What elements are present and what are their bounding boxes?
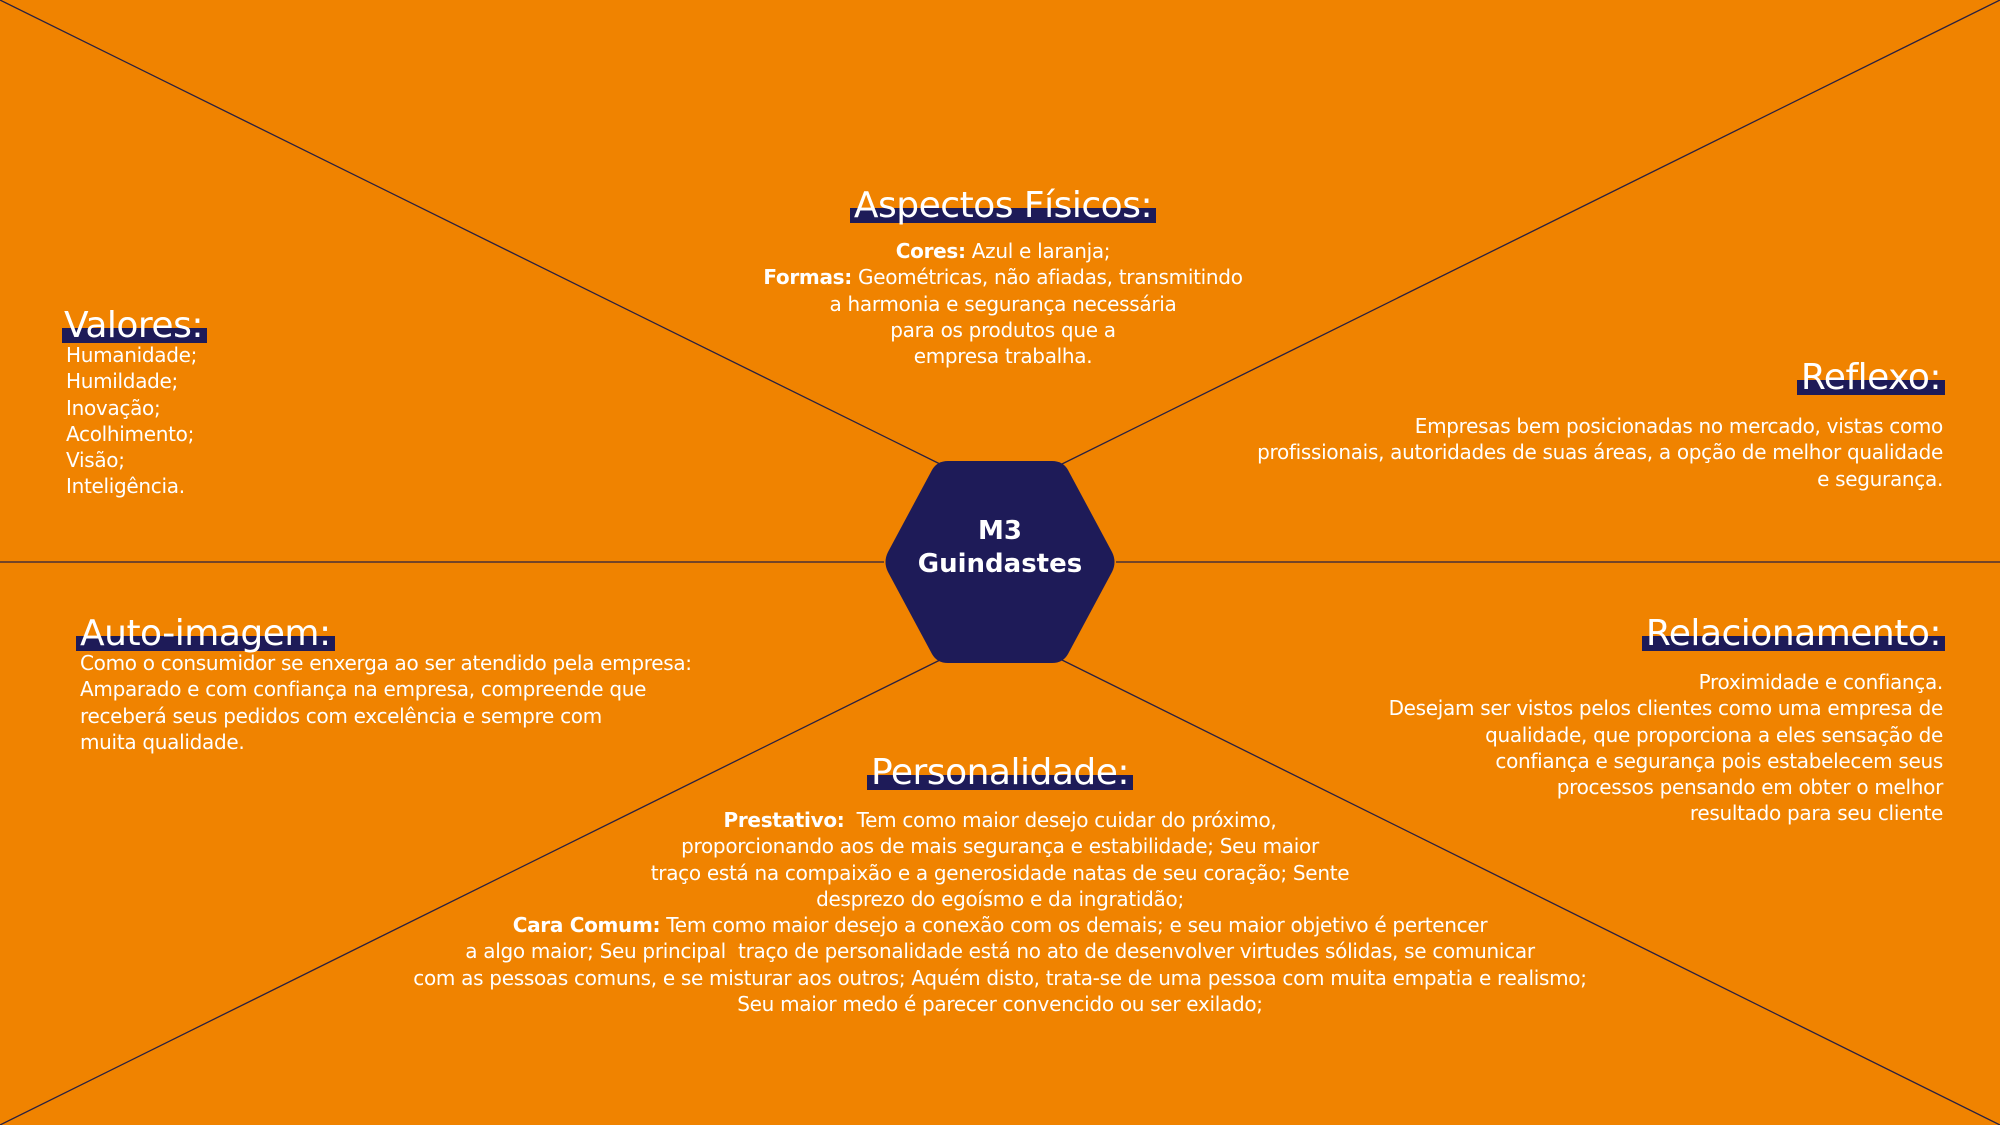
connector-line <box>0 659 941 1125</box>
text-line: Amparado e com confiança na empresa, com… <box>80 677 647 702</box>
text-line: para os produtos que a <box>603 317 1403 343</box>
reflexo-section: Reflexo: Empresas bem posicionadas no me… <box>1045 358 1945 492</box>
line-text: Tem como maior desejo cuidar do próximo, <box>844 808 1277 832</box>
text-line: muita qualidade. <box>80 729 245 754</box>
text-line: Prestativo: Tem como maior desejo cuidar… <box>300 807 1700 833</box>
aspectos-title: Aspectos Físicos: <box>849 186 1157 226</box>
personalidade-section: Personalidade: Prestativo: Tem como maio… <box>300 753 1700 1017</box>
text-line: traço está na compaixão e a generosidade… <box>300 860 1700 886</box>
text-line: Inteligência. <box>66 474 185 499</box>
line-text: Tem como maior desejo a conexão com os d… <box>660 913 1488 938</box>
text-line: profissionais, autoridades de suas áreas… <box>1257 440 1943 465</box>
text-line: com as pessoas comuns, e se misturar aos… <box>300 965 1700 991</box>
text-line: Inovação; <box>66 395 161 420</box>
personalidade-title: Personalidade: <box>866 753 1134 793</box>
text-line: Humanidade; <box>66 343 198 367</box>
text-line: Desejam ser vistos pelos clientes como u… <box>1388 696 1944 721</box>
text-line: Humildade; <box>66 369 179 394</box>
text-line: qualidade, que proporciona a eles sensaç… <box>1485 722 1943 747</box>
line-text: Seu maior medo é parecer convencido ou s… <box>737 992 1263 1017</box>
line-text: traço está na compaixão e a generosidade… <box>650 860 1350 885</box>
text-line: Cores: Azul e laranja; <box>603 238 1403 264</box>
text-line: Proximidade e confiança. <box>1698 670 1944 694</box>
aspectos-section: Aspectos Físicos: Cores: Azul e laranja;… <box>603 186 1403 369</box>
text-line: processos pensando em obter o melhor <box>1556 775 1944 800</box>
line-text: a algo maior; Seu principal traço de per… <box>465 939 1535 964</box>
auto-imagem-title: Auto-imagem: <box>76 614 335 654</box>
label-bold: Cara Comum: <box>512 913 661 938</box>
auto-imagem-section: Auto-imagem: Como o consumidor se enxerg… <box>76 614 692 755</box>
valores-title: Valores: <box>62 306 207 346</box>
line-text: desprezo do egoísmo e da ingratidão; <box>816 886 1184 911</box>
line-text: a harmonia e segurança necessária <box>829 291 1177 316</box>
text-line: confiança e segurança pois estabelecem s… <box>1495 748 1943 773</box>
center-hexagon <box>885 461 1115 663</box>
text-line: proporcionando aos de mais segurança e e… <box>300 833 1700 859</box>
connector-line <box>1061 0 2000 465</box>
text-line: Empresas bem posicionadas no mercado, vi… <box>1414 414 1944 438</box>
valores-section: Valores: Humanidade;Humildade;Inovação;A… <box>62 306 207 500</box>
label-bold: Cores: <box>895 239 966 263</box>
text-line: desprezo do egoísmo e da ingratidão; <box>300 886 1700 912</box>
text-line: Acolhimento; <box>66 421 195 446</box>
label-bold: Prestativo: <box>723 808 845 832</box>
text-line: e segurança. <box>1817 466 1943 491</box>
line-text: com as pessoas comuns, e se misturar aos… <box>413 965 1587 990</box>
line-text: para os produtos que a <box>890 317 1116 342</box>
text-line: Seu maior medo é parecer convencido ou s… <box>300 991 1700 1017</box>
text-line: resultado para seu cliente <box>1689 801 1943 826</box>
line-text: empresa trabalha. <box>913 344 1093 369</box>
reflexo-title: Reflexo: <box>1796 358 1945 398</box>
relacionamento-section: Relacionamento: Proximidade e confiança.… <box>1145 614 1945 827</box>
center-label: M3 Guindastes <box>917 516 1083 579</box>
text-line: Formas: Geométricas, não afiadas, transm… <box>603 264 1403 290</box>
text-line: a harmonia e segurança necessária <box>603 291 1403 317</box>
text-line: Visão; <box>66 448 125 473</box>
text-line: empresa trabalha. <box>603 343 1403 369</box>
line-text: Azul e laranja; <box>965 239 1111 263</box>
text-line: Cara Comum: Tem como maior desejo a cone… <box>300 912 1700 938</box>
relacionamento-title: Relacionamento: <box>1641 614 1945 654</box>
connector-line <box>0 0 941 465</box>
label-bold: Formas: <box>763 265 852 290</box>
text-line: Como o consumidor se enxerga ao ser aten… <box>80 651 692 675</box>
text-line: receberá seus pedidos com excelência e s… <box>80 703 602 728</box>
line-text: Geométricas, não afiadas, transmitindo <box>851 265 1243 290</box>
line-text: proporcionando aos de mais segurança e e… <box>681 834 1319 859</box>
connector-line <box>1061 659 2000 1125</box>
text-line: a algo maior; Seu principal traço de per… <box>300 938 1700 964</box>
